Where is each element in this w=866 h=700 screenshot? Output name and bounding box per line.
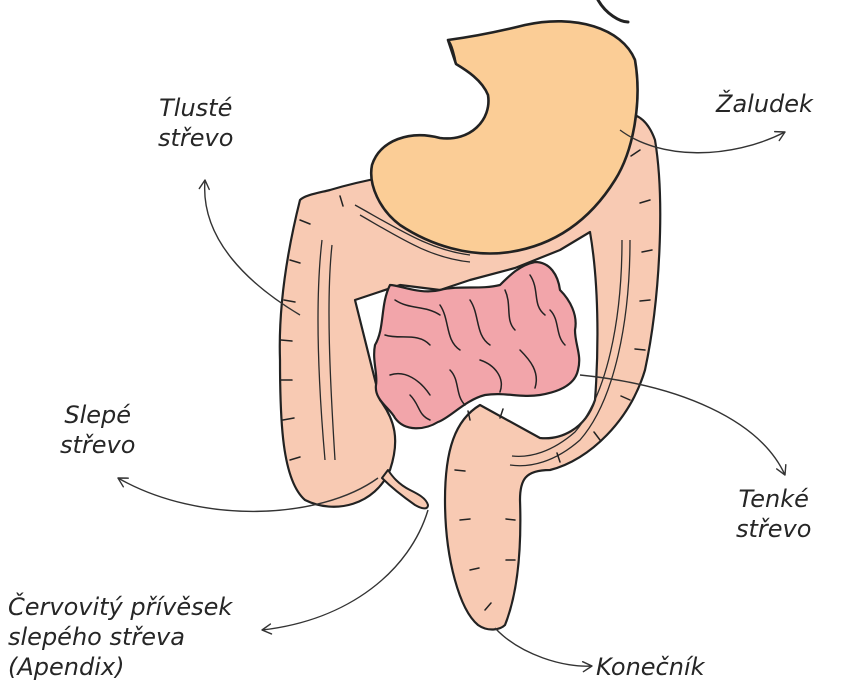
label-small-intestine: Tenké střevo	[736, 484, 811, 544]
label-cecum: Slepé střevo	[60, 400, 135, 460]
appendix	[382, 470, 428, 508]
label-line: střevo	[158, 123, 233, 153]
small-intestine	[374, 262, 579, 428]
small-intestine-shape	[374, 262, 579, 428]
label-stomach: Žaludek	[716, 89, 813, 119]
label-line: slepého střeva	[8, 622, 232, 652]
label-line: Tlusté	[158, 93, 233, 123]
esophagus-stroke	[598, 0, 628, 22]
label-line: (Apendix)	[8, 652, 232, 682]
arrow-appendix	[262, 510, 428, 630]
label-line: Červovitý přívěsek	[8, 592, 232, 622]
label-line: Konečník	[596, 652, 705, 682]
label-line: Tenké	[736, 484, 811, 514]
label-appendix: Červovitý přívěsek slepého střeva (Apend…	[8, 592, 232, 682]
label-line: střevo	[60, 430, 135, 460]
arrow-rectum	[495, 628, 592, 666]
label-line: Žaludek	[716, 89, 813, 119]
label-line: Slepé	[60, 400, 135, 430]
label-rectum: Konečník	[596, 652, 705, 682]
label-line: střevo	[736, 514, 811, 544]
label-large-intestine: Tlusté střevo	[158, 93, 233, 153]
